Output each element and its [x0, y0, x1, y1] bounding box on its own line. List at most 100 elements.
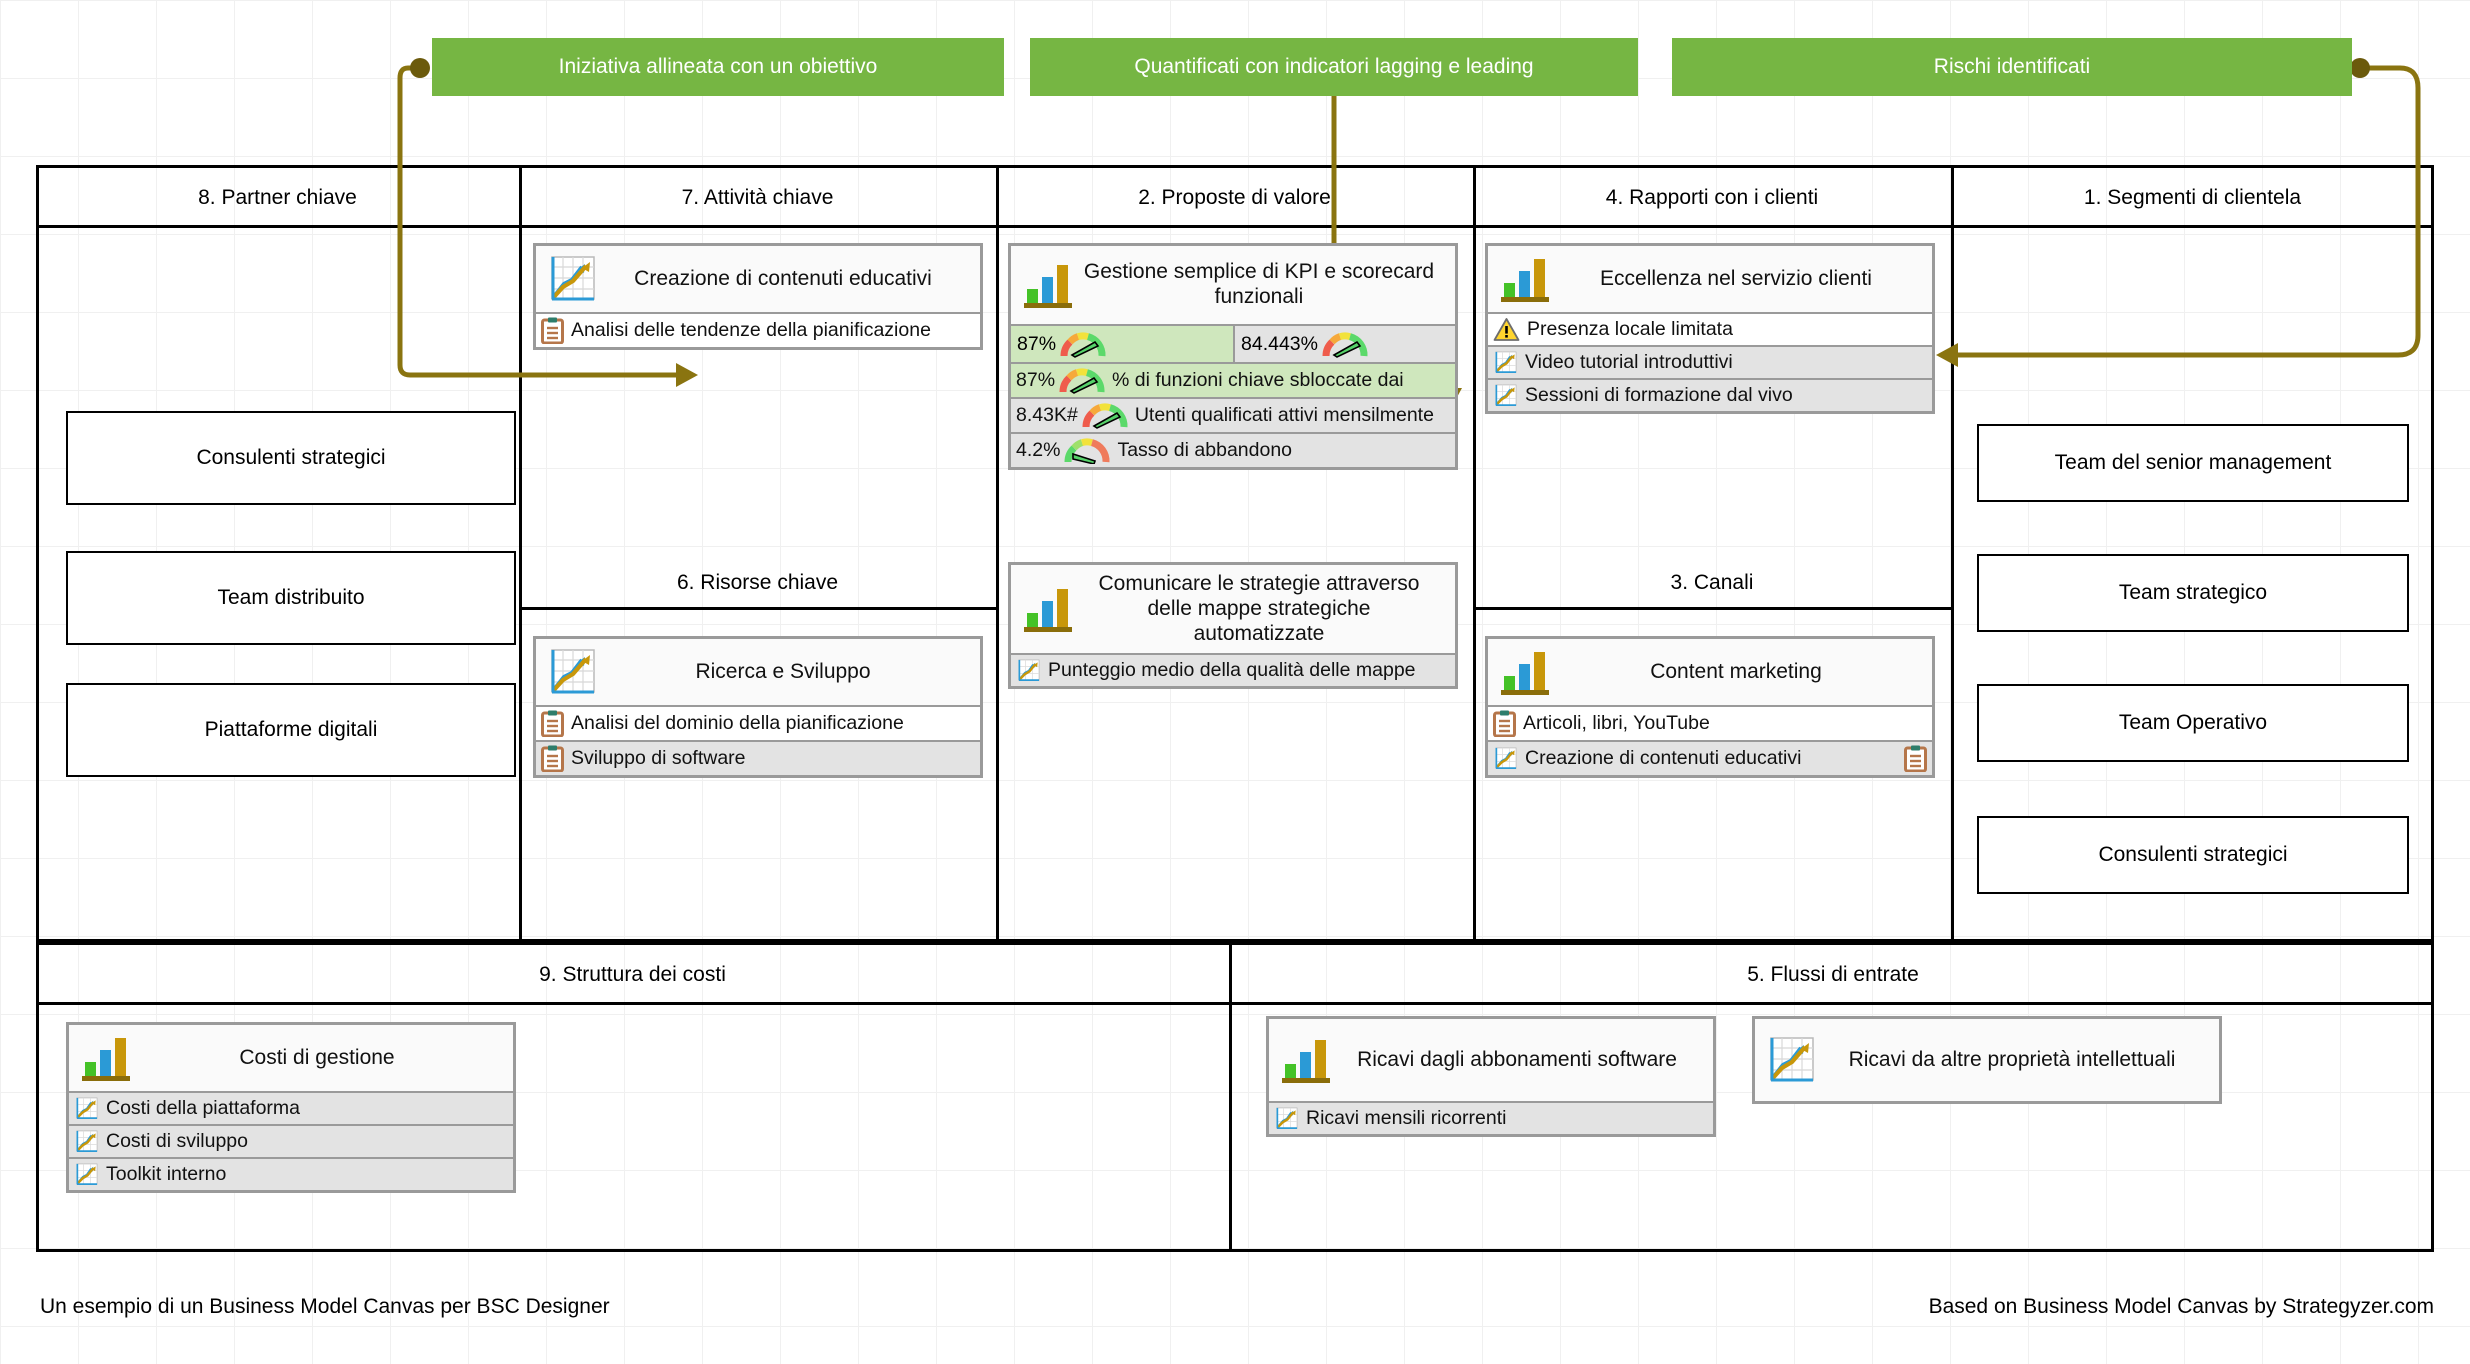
header-label: 7. Attività chiave	[681, 186, 834, 209]
partner-label: Piattaforme digitali	[204, 718, 378, 741]
bar-chart-icon	[1021, 259, 1075, 311]
header-label: 1. Segmenti di clientela	[2083, 186, 2302, 209]
card-title: Comunicare le strategie attraverso delle…	[1098, 572, 1420, 645]
card-header: Content marketing	[1488, 639, 1932, 705]
card-row[interactable]: Presenza locale limitata	[1488, 312, 1932, 345]
card-row[interactable]: Ricavi mensili ricorrenti	[1269, 1101, 1713, 1134]
subheader-channels: 3. Canali	[1473, 560, 1951, 606]
segment-box[interactable]: Team del senior management	[1977, 424, 2409, 502]
card-header: Ricavi da altre proprietà intellettuali	[1755, 1019, 2219, 1101]
banner-label: Quantificati con indicatori lagging e le…	[1134, 55, 1534, 78]
card-key-activities[interactable]: Creazione di contenuti educativi Analisi…	[533, 243, 983, 350]
kpi-cell[interactable]: 87%	[1011, 326, 1233, 362]
card-title: Gestione semplice di KPI e scorecard fun…	[1083, 260, 1435, 308]
partner-label: Consulenti strategici	[196, 446, 386, 469]
header-label: 4. Rapporti con i clienti	[1605, 186, 1819, 209]
card-title: Ricerca e Sviluppo	[695, 659, 871, 683]
gauge-high-icon	[1322, 331, 1368, 358]
banner-initiative-aligned[interactable]: Iniziativa allineata con un obiettivo	[432, 38, 1004, 96]
card-row[interactable]: Punteggio medio della qualità delle mapp…	[1011, 653, 1455, 687]
partner-box[interactable]: Team distribuito	[66, 551, 516, 645]
card-row[interactable]: Video tutorial introduttivi	[1488, 345, 1932, 378]
card-row[interactable]: Analisi delle tendenze della pianificazi…	[536, 312, 980, 347]
card-revenue-intellectual-property[interactable]: Ricavi da altre proprietà intellettuali	[1752, 1016, 2222, 1104]
partner-box[interactable]: Consulenti strategici	[66, 411, 516, 505]
kpi-value: 87%	[1017, 332, 1057, 355]
banner-risks-identified[interactable]: Rischi identificati	[1672, 38, 2352, 96]
card-kpi-row[interactable]: 87% % di funzioni chiave sbloccate dai	[1011, 362, 1455, 397]
card-revenue-subscriptions[interactable]: Ricavi dagli abbonamenti software	[1266, 1016, 1716, 1137]
bottom-column-divider	[1229, 942, 1232, 1252]
partner-box[interactable]: Piattaforme digitali	[66, 683, 516, 777]
header-underline	[36, 225, 2434, 228]
card-cost-structure[interactable]: Costi di gestione Costi del	[66, 1022, 516, 1193]
card-value-strategy-maps[interactable]: Comunicare le strategie attraverso delle…	[1008, 562, 1458, 690]
column-header-customer-relationships: 4. Rapporti con i clienti	[1473, 173, 1951, 223]
card-value-kpi[interactable]: Gestione semplice di KPI e scorecard fun…	[1008, 243, 1458, 470]
trend-chart-icon	[1493, 746, 1518, 771]
card-row[interactable]: Articoli, libri, YouTube	[1488, 705, 1932, 740]
card-row[interactable]: Creazione di contenuti educativi	[1488, 740, 1932, 775]
card-header: Ricerca e Sviluppo	[536, 639, 980, 705]
kpi-value: 87%	[1016, 369, 1056, 391]
card-customer-relationships[interactable]: Eccellenza nel servizio clienti Presenza…	[1485, 243, 1935, 414]
gauge-high-icon	[1060, 331, 1106, 358]
segment-box[interactable]: Consulenti strategici	[1977, 816, 2409, 894]
card-row[interactable]: Costi della piattaforma	[69, 1091, 513, 1124]
card-row-label: Video tutorial introduttivi	[1525, 351, 1733, 373]
trend-chart-icon	[74, 1162, 99, 1187]
card-row-label: Creazione di contenuti educativi	[1525, 747, 1802, 769]
card-row[interactable]: Toolkit interno	[69, 1157, 513, 1190]
card-row[interactable]: Sviluppo di software	[536, 740, 980, 775]
column-divider	[1473, 165, 1476, 942]
card-title: Creazione di contenuti educativi	[634, 266, 932, 290]
card-title: Costi di gestione	[239, 1045, 395, 1069]
trend-chart-icon	[546, 253, 598, 305]
card-row[interactable]: Analisi del dominio della pianificazione	[536, 705, 980, 740]
column-divider	[519, 165, 522, 942]
column-divider	[1951, 165, 1954, 942]
header-label: 6. Risorse chiave	[676, 571, 839, 594]
footer-right-text: Based on Business Model Canvas by Strate…	[1928, 1295, 2434, 1318]
card-channels[interactable]: Content marketing Articoli, libri, YouTu…	[1485, 636, 1935, 778]
bar-chart-icon	[1279, 1034, 1333, 1086]
column-divider	[996, 165, 999, 942]
banner-quantified-indicators[interactable]: Quantificati con indicatori lagging e le…	[1030, 38, 1638, 96]
warning-icon	[1493, 317, 1520, 342]
subheader-underline	[519, 607, 996, 610]
card-row[interactable]: Costi di sviluppo	[69, 1124, 513, 1157]
kpi-value: 4.2%	[1016, 439, 1061, 461]
card-row-label: Costi della piattaforma	[106, 1097, 301, 1119]
header-label: 8. Partner chiave	[198, 186, 357, 209]
card-kpi-split-row[interactable]: 87% 84.443%	[1011, 324, 1455, 362]
card-title: Eccellenza nel servizio clienti	[1600, 266, 1872, 290]
card-kpi-row[interactable]: 8.43K# Utenti qualificati attivi mensilm…	[1011, 397, 1455, 432]
kpi-cell[interactable]: 84.443%	[1233, 326, 1455, 362]
card-key-resources[interactable]: Ricerca e Sviluppo Analisi del dominio d…	[533, 636, 983, 778]
bar-chart-icon	[79, 1032, 133, 1084]
trend-chart-icon	[1016, 658, 1041, 683]
card-row-label: Costi di sviluppo	[106, 1130, 248, 1152]
card-row-label: Sviluppo di software	[571, 747, 746, 769]
banner-label: Iniziativa allineata con un obiettivo	[558, 55, 878, 78]
card-header: Comunicare le strategie attraverso delle…	[1011, 565, 1455, 654]
trend-chart-icon	[74, 1129, 99, 1154]
subheader-underline	[1473, 607, 1951, 610]
clipboard-icon	[1904, 745, 1927, 772]
gauge-high-icon	[1082, 402, 1128, 429]
card-row[interactable]: Sessioni di formazione dal vivo	[1488, 378, 1932, 411]
card-row-label: Sessioni di formazione dal vivo	[1525, 384, 1793, 406]
segment-box[interactable]: Team Operativo	[1977, 684, 2409, 762]
bar-chart-icon	[1498, 646, 1552, 698]
card-kpi-row[interactable]: 4.2% Tasso di abbandono	[1011, 432, 1455, 467]
trend-chart-icon	[74, 1096, 99, 1121]
trend-chart-icon	[1765, 1034, 1817, 1086]
card-header: Creazione di contenuti educativi	[536, 246, 980, 312]
clipboard-icon	[1493, 710, 1516, 737]
card-title: Ricavi dagli abbonamenti software	[1357, 1047, 1677, 1071]
card-row-label: Ricavi mensili ricorrenti	[1306, 1107, 1507, 1129]
segment-box[interactable]: Team strategico	[1977, 554, 2409, 632]
card-row-label: Utenti qualificati attivi mensilmente	[1134, 404, 1434, 426]
partner-label: Team distribuito	[217, 586, 365, 609]
card-row-label: Analisi delle tendenze della pianificazi…	[571, 319, 931, 341]
